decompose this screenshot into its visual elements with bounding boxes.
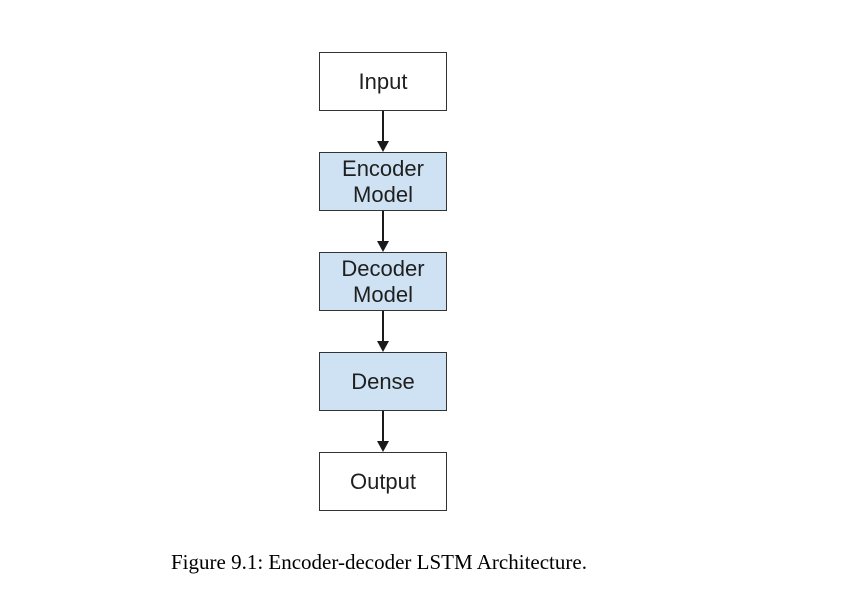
arrowhead-down-icon: [377, 441, 389, 452]
arrowhead-down-icon: [377, 141, 389, 152]
arrow-line: [382, 411, 384, 442]
node-decoder-model: Decoder Model: [319, 252, 447, 311]
node-output: Output: [319, 452, 447, 511]
node-input-label: Input: [358, 68, 408, 94]
arrow-line: [382, 311, 384, 342]
arrow-decoder-to-dense: [319, 311, 447, 352]
node-decoder-model-label: Decoder Model: [341, 255, 425, 307]
arrow-encoder-to-decoder: [319, 211, 447, 252]
node-encoder-model-label: Encoder Model: [342, 155, 424, 207]
node-dense: Dense: [319, 352, 447, 411]
node-dense-label: Dense: [351, 368, 415, 394]
node-output-label: Output: [349, 468, 417, 494]
node-input: Input: [319, 52, 447, 111]
node-encoder-model: Encoder Model: [319, 152, 447, 211]
arrow-line: [382, 211, 384, 242]
arrowhead-down-icon: [377, 241, 389, 252]
arrow-dense-to-output: [319, 411, 447, 452]
arrow-line: [382, 111, 384, 142]
encoder-decoder-flow-diagram: Input Encoder Model Decoder Model Dense: [319, 52, 447, 511]
arrowhead-down-icon: [377, 341, 389, 352]
arrow-input-to-encoder: [319, 111, 447, 152]
figure-caption: Figure 9.1: Encoder-decoder LSTM Archite…: [171, 550, 587, 574]
